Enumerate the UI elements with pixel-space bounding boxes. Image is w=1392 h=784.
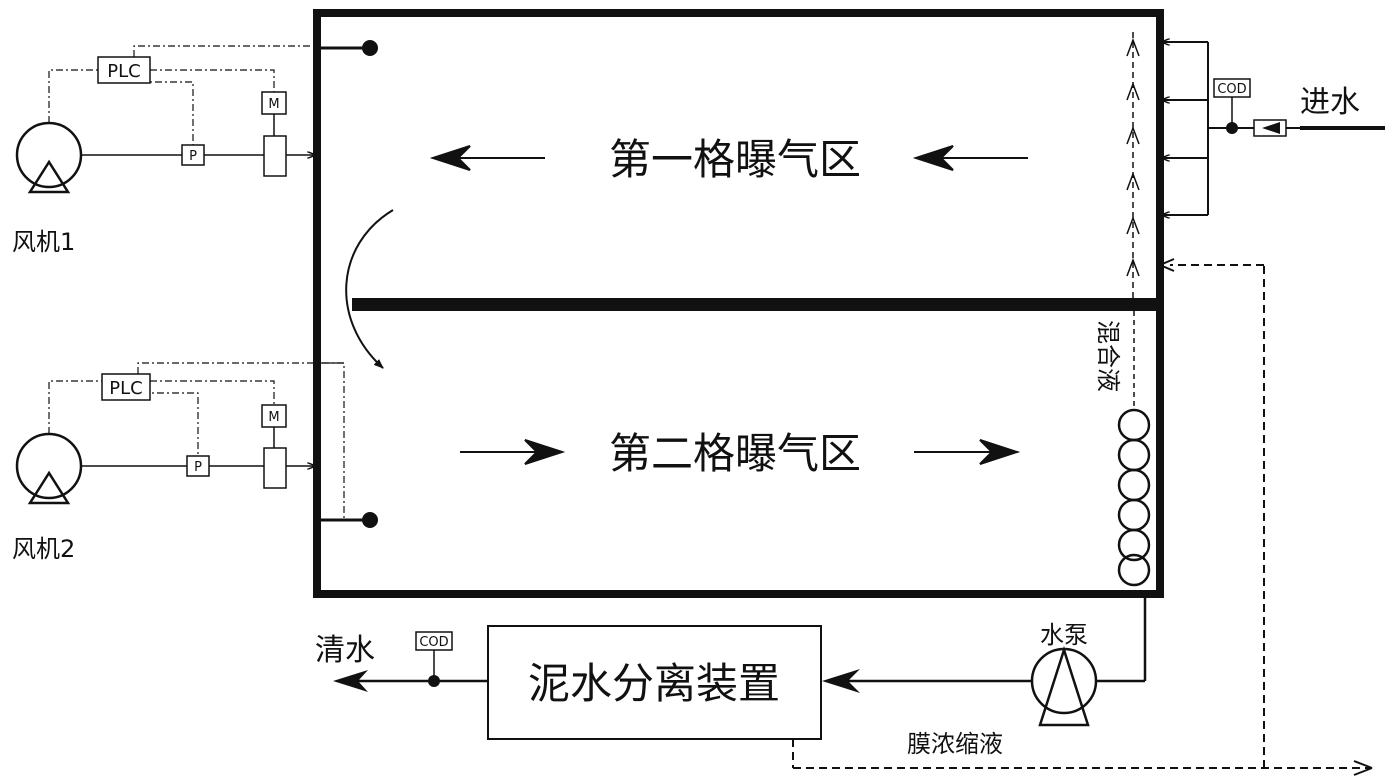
transfer-curve-arrow <box>345 209 394 369</box>
water-pump <box>1030 645 1098 727</box>
concentrate-label: 膜浓缩液 <box>907 730 1003 758</box>
inlet-header <box>1162 42 1385 215</box>
fan2-motor: M <box>261 404 287 448</box>
permeate-line <box>835 594 1147 683</box>
clean-water-arrow <box>333 670 368 692</box>
svg-text:P: P <box>189 149 197 164</box>
water-pump-label: 水泵 <box>1040 621 1088 649</box>
concentrate-return-line <box>792 264 1370 769</box>
svg-text:COD: COD <box>1217 82 1246 97</box>
inlet-sensor-node <box>1226 122 1238 134</box>
clean-water-label: 清水 <box>315 633 375 668</box>
inlet-distributor <box>1126 30 1140 298</box>
separator-box <box>487 625 822 740</box>
zone2-flow-arrows <box>460 439 1021 465</box>
fan2-plc: PLC <box>101 373 151 401</box>
fan2-control-lines <box>48 362 345 520</box>
svg-text:M: M <box>268 97 279 112</box>
aeration-pipe-top <box>321 40 378 56</box>
svg-text:PLC: PLC <box>109 378 142 399</box>
fan1-motor: M <box>261 91 287 136</box>
fan1-valve <box>263 135 287 177</box>
fan2-valve <box>263 447 287 489</box>
fan1-label: 风机1 <box>12 228 75 256</box>
fan2-pressure-sensor: P <box>186 455 210 477</box>
tank-partition <box>352 298 1160 311</box>
svg-text:M: M <box>268 410 279 425</box>
zone1-title: 第一格曝气区 <box>609 135 861 184</box>
zone2-title: 第二格曝气区 <box>609 429 861 478</box>
fan2-blower <box>15 432 83 505</box>
aeration-pipe-bottom <box>321 512 378 528</box>
concentrate-return-arrow <box>1159 258 1175 272</box>
svg-text:P: P <box>194 460 202 475</box>
inlet-valve <box>1253 119 1287 137</box>
inlet-label: 进水 <box>1300 85 1360 120</box>
fan1-control-lines <box>48 45 317 145</box>
inlet-cod-meter: COD <box>1213 78 1251 98</box>
mixed-liquor-label: 混合液 <box>1094 320 1122 392</box>
fan1-blower <box>15 121 83 194</box>
fan2-label: 风机2 <box>12 535 75 563</box>
fan1-pressure-sensor: P <box>181 144 205 166</box>
svg-text:COD: COD <box>419 635 448 650</box>
separator-label: 泥水分离装置 <box>528 659 780 708</box>
zone1-flow-arrows <box>429 145 1028 171</box>
outlet-sensor-node <box>428 675 440 687</box>
svg-text:PLC: PLC <box>107 61 140 82</box>
to-separator-arrow <box>822 669 860 693</box>
outlet-cod-meter: COD <box>415 631 453 651</box>
concentrate-out-arrow <box>1353 760 1373 776</box>
membrane-module <box>1117 311 1151 587</box>
fan1-plc: PLC <box>97 56 151 84</box>
